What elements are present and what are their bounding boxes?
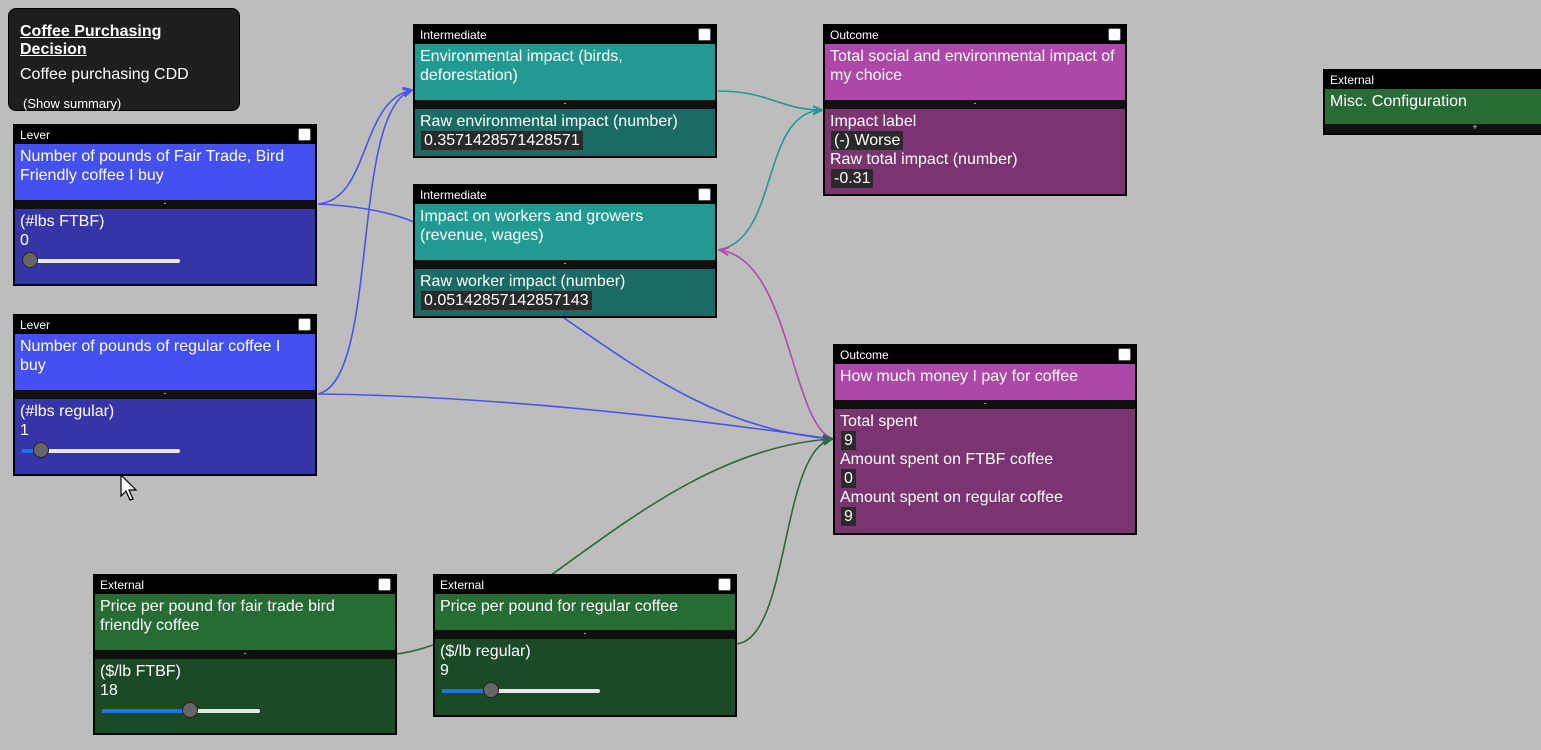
- node-select-checkbox[interactable]: [378, 578, 391, 591]
- output-label: Impact label: [830, 113, 917, 130]
- slider-thumb[interactable]: [182, 702, 199, 718]
- model-subtitle: Coffee purchasing CDD: [20, 66, 189, 83]
- output-label: Amount spent on FTBF coffee: [840, 451, 1054, 468]
- variable-value: 1: [20, 422, 29, 439]
- expand-toggle[interactable]: +: [1325, 123, 1541, 133]
- external-node-price-regular[interactable]: External Price per pound for regular cof…: [433, 574, 737, 717]
- node-header: Outcome: [825, 26, 1125, 44]
- collapse-toggle[interactable]: -: [15, 389, 315, 399]
- mouse-cursor-icon: [120, 474, 138, 501]
- slider-thumb[interactable]: [483, 682, 500, 698]
- edge-price-regular-to-money: [735, 439, 832, 645]
- node-header: External: [1325, 71, 1541, 89]
- node-type-label: External: [100, 578, 145, 592]
- edge-workers-to-impact: [717, 110, 822, 251]
- node-header: External: [435, 576, 735, 594]
- variable-value: 0: [20, 232, 29, 249]
- output-value: 0.05142857142857143: [421, 291, 592, 310]
- node-select-checkbox[interactable]: [1118, 348, 1131, 361]
- node-select-checkbox[interactable]: [1108, 28, 1121, 41]
- node-select-checkbox[interactable]: [718, 578, 731, 591]
- output-value: -0.31: [831, 169, 874, 188]
- outcome-node-total-impact[interactable]: Outcome Total social and environmental i…: [823, 24, 1127, 196]
- collapse-toggle[interactable]: -: [415, 99, 715, 109]
- variable-label: ($/lb regular): [440, 643, 531, 660]
- lever-node-regular[interactable]: Lever Number of pounds of regular coffee…: [13, 314, 317, 476]
- variable-value: 9: [440, 662, 449, 679]
- output-value: 9: [841, 507, 856, 526]
- output-label: Raw worker impact (number): [420, 273, 626, 290]
- model-summary-card: Coffee Purchasing Decision Coffee purcha…: [8, 8, 240, 111]
- slider-thumb[interactable]: [33, 442, 50, 458]
- value-slider[interactable]: [20, 251, 180, 271]
- collapse-toggle[interactable]: -: [95, 649, 395, 659]
- collapse-toggle[interactable]: -: [835, 399, 1135, 409]
- node-type-label: Outcome: [830, 28, 879, 42]
- node-header: External: [95, 576, 395, 594]
- node-type-label: Intermediate: [420, 28, 487, 42]
- edge-ftbf-to-env: [317, 90, 412, 205]
- intermediate-node-workers[interactable]: Intermediate Impact on workers and growe…: [413, 184, 717, 318]
- edge-env-to-impact: [717, 90, 822, 110]
- output-label: Total spent: [840, 413, 918, 430]
- node-name[interactable]: Total social and environmental impact of…: [825, 44, 1125, 100]
- collapse-toggle[interactable]: -: [15, 199, 315, 209]
- variable-label: ($/lb FTBF): [100, 663, 181, 680]
- node-name[interactable]: Number of pounds of Fair Trade, Bird Fri…: [15, 144, 315, 200]
- node-header: Intermediate: [415, 26, 715, 44]
- node-header: Lever: [15, 316, 315, 334]
- output-value: (-) Worse: [831, 131, 904, 150]
- edge-regular-to-env: [317, 90, 412, 395]
- model-title[interactable]: Coffee Purchasing Decision: [20, 23, 162, 58]
- show-summary-link[interactable]: (Show summary): [23, 96, 122, 111]
- node-name[interactable]: How much money I pay for coffee: [835, 364, 1135, 400]
- outcome-node-money[interactable]: Outcome How much money I pay for coffee …: [833, 344, 1137, 535]
- node-type-label: External: [440, 578, 485, 592]
- node-type-label: Lever: [20, 318, 51, 332]
- node-type-label: Outcome: [840, 348, 889, 362]
- node-header: Lever: [15, 126, 315, 144]
- output-label: Raw environmental impact (number): [420, 113, 678, 130]
- node-name[interactable]: Price per pound for fair trade bird frie…: [95, 594, 395, 650]
- node-select-checkbox[interactable]: [298, 318, 311, 331]
- node-select-checkbox[interactable]: [298, 128, 311, 141]
- node-header: Intermediate: [415, 186, 715, 204]
- output-value: 9: [841, 431, 856, 450]
- node-header: Outcome: [835, 346, 1135, 364]
- value-slider[interactable]: [20, 441, 180, 461]
- node-name[interactable]: Misc. Configuration: [1325, 89, 1541, 124]
- value-slider[interactable]: [100, 701, 260, 721]
- node-name[interactable]: Impact on workers and growers (revenue, …: [415, 204, 715, 260]
- node-type-label: Lever: [20, 128, 51, 142]
- output-value: 0.3571428571428571: [421, 131, 583, 150]
- node-type-label: External: [1330, 73, 1375, 87]
- intermediate-node-environmental[interactable]: Intermediate Environmental impact (birds…: [413, 24, 717, 158]
- node-name[interactable]: Environmental impact (birds, deforestati…: [415, 44, 715, 100]
- variable-label: (#lbs FTBF): [20, 213, 105, 230]
- variable-label: (#lbs regular): [20, 403, 115, 420]
- edge-workers-to-money: [563, 317, 832, 439]
- node-select-checkbox[interactable]: [698, 188, 711, 201]
- collapse-toggle[interactable]: -: [825, 99, 1125, 109]
- collapse-toggle[interactable]: -: [435, 629, 735, 639]
- node-name[interactable]: Price per pound for regular coffee: [435, 594, 735, 630]
- lever-node-ftbf[interactable]: Lever Number of pounds of Fair Trade, Bi…: [13, 124, 317, 286]
- edge-regular-to-money: [317, 393, 832, 439]
- edge-money-to-workers: [720, 250, 833, 440]
- external-node-price-ftbf[interactable]: External Price per pound for fair trade …: [93, 574, 397, 735]
- output-label: Amount spent on regular coffee: [840, 489, 1063, 506]
- node-type-label: Intermediate: [420, 188, 487, 202]
- variable-value: 18: [100, 682, 118, 699]
- external-node-misc-configuration[interactable]: External Misc. Configuration +: [1323, 69, 1541, 135]
- output-value: 0: [841, 469, 856, 488]
- node-name[interactable]: Number of pounds of regular coffee I buy: [15, 334, 315, 390]
- value-slider[interactable]: [440, 681, 600, 701]
- collapse-toggle[interactable]: -: [415, 259, 715, 269]
- output-label: Raw total impact (number): [830, 151, 1018, 168]
- edge-ftbf-to-workers: [317, 203, 415, 223]
- slider-thumb[interactable]: [22, 252, 38, 268]
- node-select-checkbox[interactable]: [698, 28, 711, 41]
